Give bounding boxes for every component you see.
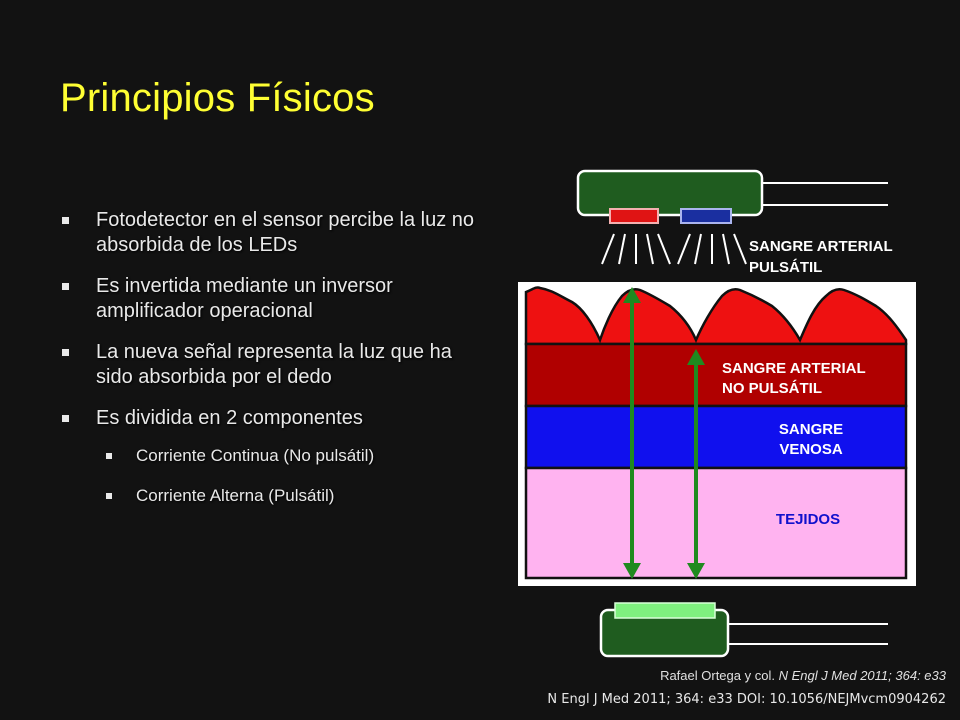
bullet-square-icon (106, 493, 112, 499)
sub-bullet-item: Corriente Alterna (Pulsátil) (60, 485, 480, 507)
label-venous: SANGRE (779, 421, 843, 438)
bullet-text: La nueva señal representa la luz que ha … (96, 341, 452, 388)
bullet-item: Es invertida mediante un inversor amplif… (60, 274, 480, 324)
tissue-layer (524, 466, 908, 580)
citation-author: Rafael Ortega y col. N Engl J Med 2011; … (660, 668, 946, 683)
label-arterial-nonpulsatile: SANGRE ARTERIAL (722, 360, 866, 377)
bullet-square-icon (106, 453, 112, 459)
sub-bullet-item: Corriente Continua (No pulsátil) (60, 445, 480, 467)
pulsatile-arterial-layer (524, 286, 908, 346)
bullet-item: La nueva señal representa la luz que ha … (60, 340, 480, 390)
citation-doi: N Engl J Med 2011; 364: e33 DOI: 10.1056… (547, 692, 946, 707)
bullet-item: Fotodetector en el sensor percibe la luz… (60, 208, 480, 258)
sub-bullet-text: Corriente Continua (No pulsátil) (136, 446, 375, 465)
photodetector-icon (614, 602, 716, 619)
label-tissue: TEJIDOS (776, 511, 840, 528)
emitter-sensor (576, 169, 888, 224)
sensor-body (576, 169, 764, 217)
citation-journal: N Engl J Med 2011; 364: e33 (778, 668, 946, 683)
arrow-icon (623, 287, 705, 579)
bullet-list: Fotodetector en el sensor percibe la luz… (60, 208, 480, 525)
bullet-square-icon (62, 283, 69, 290)
slide-title: Principios Físicos (60, 76, 375, 120)
venous-layer (524, 404, 908, 470)
label-venous: VENOSA (779, 441, 843, 458)
label-arterial-pulsatile: PULSÁTIL (749, 259, 822, 276)
bullet-square-icon (62, 217, 69, 224)
blue-led-icon (680, 208, 732, 224)
bullet-text: Es invertida mediante un inversor amplif… (96, 275, 393, 322)
sub-bullet-text: Corriente Alterna (Pulsátil) (136, 486, 335, 505)
bullet-text: Fotodetector en el sensor percibe la luz… (96, 209, 474, 256)
label-arterial-nonpulsatile: NO PULSÁTIL (722, 380, 822, 397)
absorption-layers (524, 286, 908, 580)
photodetector-sensor (599, 602, 888, 658)
bullet-text: Es dividida en 2 componentes (96, 407, 363, 429)
bullet-square-icon (62, 415, 69, 422)
light-rays-icon (601, 233, 747, 265)
citation-author-name: Rafael Ortega y col. (660, 668, 779, 683)
bullet-square-icon (62, 349, 69, 356)
label-arterial-pulsatile: SANGRE ARTERIAL (749, 238, 893, 255)
red-led-icon (609, 208, 659, 224)
bullet-item: Es dividida en 2 componentes (60, 406, 480, 431)
